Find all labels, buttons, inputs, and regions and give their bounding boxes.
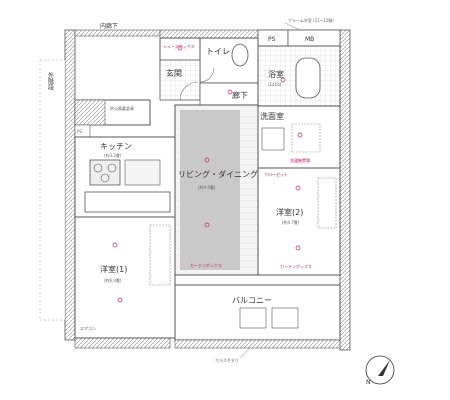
- aircon-unit-icon: [239, 307, 267, 329]
- bathtub-icon: [295, 57, 321, 99]
- storage-block: 防災備蓄倉庫 PS: [74, 99, 151, 138]
- storage-label: 防災備蓄倉庫: [110, 105, 134, 111]
- ceiling-light-icon: [204, 157, 210, 163]
- utility-strip: PS MB アラーム弁室 (11~12階): [257, 17, 341, 47]
- ceiling-light-icon: [117, 297, 123, 303]
- ceiling-light-icon: [295, 245, 301, 251]
- ceiling-light-icon: [177, 45, 183, 51]
- western2-closet-note: クローゼット: [264, 171, 288, 177]
- western1-aircon-note: エアコン: [80, 326, 96, 331]
- hall-label: 廊下: [232, 90, 248, 100]
- bath-label: 浴室: [268, 69, 284, 79]
- toilet-bowl-icon: [231, 43, 249, 67]
- ps-label: PS: [268, 36, 276, 43]
- washroom-label: 洗面室: [260, 111, 284, 121]
- stove-icon: [89, 159, 121, 186]
- bath-size: (1416): [268, 82, 282, 87]
- western2-block: 洋室(2) (約4.7畳) クローゼット カーテンボックス: [257, 167, 341, 276]
- sink-icon: [124, 159, 161, 186]
- bath-block: 浴室 (1416): [257, 45, 341, 107]
- outside-stairs-label: 外階段: [47, 71, 54, 91]
- western1-size: (約6.0畳): [104, 277, 122, 283]
- ceiling-light-icon: [227, 89, 233, 95]
- ceiling-light-icon: [280, 77, 286, 83]
- ceiling-light-icon: [295, 185, 301, 191]
- living-dining-block: リビング・ダイニング (約9.6畳) カーテンボックス: [174, 104, 259, 276]
- outside-stairs: 外階段: [39, 59, 66, 321]
- washbasin-icon: [261, 127, 285, 151]
- toilet-label: トイレ: [206, 47, 230, 56]
- aircon-unit-icon: [271, 307, 299, 329]
- entrance-label: 玄関: [166, 68, 182, 78]
- ceiling-light-icon: [204, 222, 210, 228]
- ceiling-light-icon: [112, 242, 118, 248]
- living-label: リビング・ダイニング: [178, 169, 258, 179]
- balcony-label: バルコニー: [232, 296, 272, 305]
- washroom-block: 洗面室 洗濯機置場: [257, 105, 341, 169]
- western2-size: (約4.7畳): [282, 219, 300, 225]
- svg-text:N: N: [366, 379, 371, 386]
- western1-block: 洋室(1) (約6.0畳) エアコン: [74, 216, 176, 339]
- western1-label: 洋室(1): [100, 264, 127, 274]
- electrical-marks: [112, 45, 303, 303]
- kitchen-block: キッチン (約3.2畳): [74, 136, 176, 218]
- glass-handrail-note: ガラス手すり: [215, 357, 239, 363]
- western2-label: 洋室(2): [276, 207, 303, 217]
- corridor-label: 内廊下: [100, 22, 118, 30]
- ps-left-label: PS: [77, 129, 82, 134]
- alarm-valve-note: アラーム弁室 (11~12階): [288, 17, 334, 23]
- kitchen-label: キッチン: [100, 142, 132, 151]
- western2-curtain-note: カーテンボックス: [280, 263, 312, 269]
- living-size: (約9.6畳): [198, 184, 216, 190]
- north-arrow-icon: N: [365, 355, 395, 386]
- balcony-block: バルコニー ガラス手すり: [174, 284, 341, 363]
- washer-space-note: 洗濯機置場: [290, 157, 310, 163]
- mb-label: MB: [305, 36, 314, 43]
- ceiling-light-icon: [297, 132, 303, 138]
- kitchen-size: (約3.2畳): [104, 152, 122, 158]
- exterior-walls: [64, 29, 351, 351]
- living-curtain-note: カーテンボックス: [190, 262, 222, 268]
